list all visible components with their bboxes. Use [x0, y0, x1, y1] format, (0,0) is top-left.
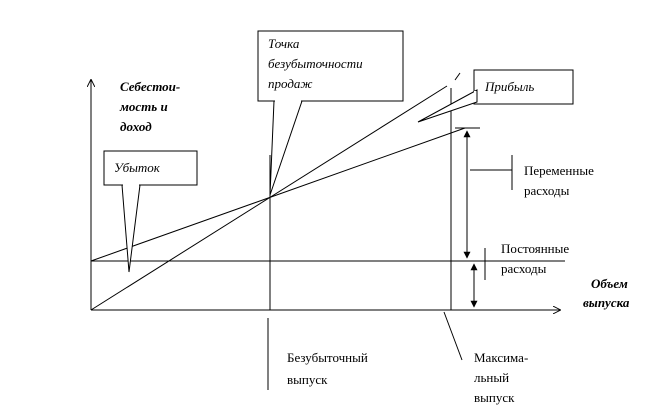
breakeven-output-label-line-2: выпуск [287, 372, 328, 387]
fixed-costs-label-line-2: расходы [501, 261, 547, 276]
breakeven-callout-line-2: безубыточности [268, 56, 363, 71]
breakeven-output-label-line-1: Безубыточный [287, 350, 368, 365]
loss-callout-box [103, 150, 198, 186]
profit-callout-pointer [417, 89, 478, 123]
breakeven-callout-pointer [269, 100, 303, 196]
profit-callout-box [473, 69, 574, 105]
max-output-label-line-3: выпуск [474, 390, 515, 405]
y-axis-label-line-3: доход [120, 119, 152, 134]
breakeven-callout-box [257, 30, 404, 102]
breakeven-callout-line-3: продаж [268, 76, 313, 91]
y-axis-label-line-1: Себестои- [120, 79, 180, 94]
max-output-label-line-2: льный [474, 370, 509, 385]
fixed-costs-label-line-1: Постоянные [501, 241, 569, 256]
variable-costs-label-line-2: расходы [524, 183, 570, 198]
loss-callout-pointer [121, 184, 141, 273]
revenue-tip [454, 72, 461, 81]
revenue-line [90, 85, 448, 311]
breakeven-callout-line-1: Точка [268, 36, 300, 51]
variable-costs-label-line-1: Переменные [524, 163, 594, 178]
x-axis-label-line-2: выпуска [583, 295, 630, 310]
max-output-tick [443, 311, 463, 361]
total-costs-line [90, 127, 466, 262]
profit-callout-label: Прибыль [484, 79, 534, 94]
x-axis-label-line-1: Объем [591, 276, 628, 291]
y-axis-label-line-2: мость и [119, 99, 168, 114]
max-output-label-line-1: Максима- [474, 350, 528, 365]
loss-callout-label: Убыток [114, 160, 161, 175]
